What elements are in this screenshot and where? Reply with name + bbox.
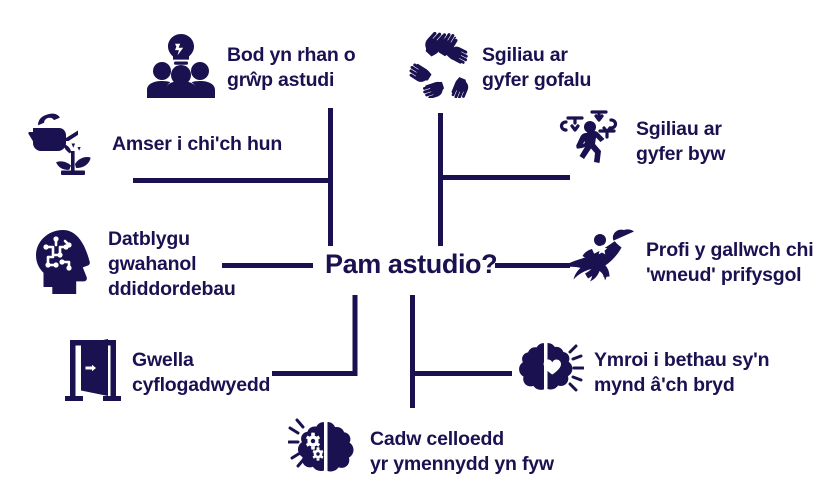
node-ymroi[interactable]: Ymroi i bethau sy'n mynd â'ch bryd <box>518 340 769 405</box>
node-cyflogadwyedd[interactable]: Gwella cyflogadwyedd <box>64 338 270 407</box>
node-grwp-astudi-label: Bod yn rhan o grŵp astudi <box>227 43 356 91</box>
superhero-flying-icon <box>562 228 636 297</box>
line-gwella-branch <box>272 295 358 376</box>
node-ymroi-label: Ymroi i bethau sy'n mynd â'ch bryd <box>594 348 770 396</box>
node-diddordebau[interactable]: Datblygu gwahanol ddiddordebau <box>32 227 236 302</box>
node-profi[interactable]: Profi y gallwch chi 'wneud' prifysgol <box>562 228 814 297</box>
person-juggling-icon <box>556 108 626 175</box>
head-neural-network-icon <box>32 229 98 300</box>
node-amser-chich-hun-label: Amser i chi'ch hun <box>112 133 283 156</box>
node-cyflogadwyedd-label: Gwella cyflogadwyedd <box>132 348 271 396</box>
node-sgiliau-gofalu[interactable]: Sgiliau ar gyfer gofalu <box>404 31 592 103</box>
open-door-icon <box>64 338 122 407</box>
watering-can-plant-icon <box>28 107 102 182</box>
hands-circle-icon <box>404 31 472 103</box>
node-sgiliau-gofalu-label: Sgiliau ar gyfer gofalu <box>482 43 592 91</box>
node-profi-label: Profi y gallwch chi 'wneud' prifysgol <box>646 238 814 286</box>
node-celloedd[interactable]: Cadw celloedd yr ymennydd yn fyw <box>287 418 554 485</box>
node-sgiliau-byw-label: Sgiliau ar gyfer byw <box>636 117 726 165</box>
node-sgiliau-byw[interactable]: Sgiliau ar gyfer byw <box>556 108 725 175</box>
group-people-lightbulb-icon <box>145 30 217 105</box>
node-celloedd-label: Cadw celloedd yr ymennydd yn fyw <box>370 427 554 475</box>
node-diddordebau-label: Datblygu gwahanol ddiddordebau <box>108 228 236 300</box>
node-amser-chich-hun[interactable]: Amser i chi'ch hun <box>28 107 282 182</box>
brain-heart-icon <box>518 340 585 405</box>
center-hub-label: Pam astudio? <box>325 249 498 279</box>
node-grwp-astudi[interactable]: Bod yn rhan o grŵp astudi <box>145 30 356 105</box>
brain-gears-icon <box>287 418 360 485</box>
